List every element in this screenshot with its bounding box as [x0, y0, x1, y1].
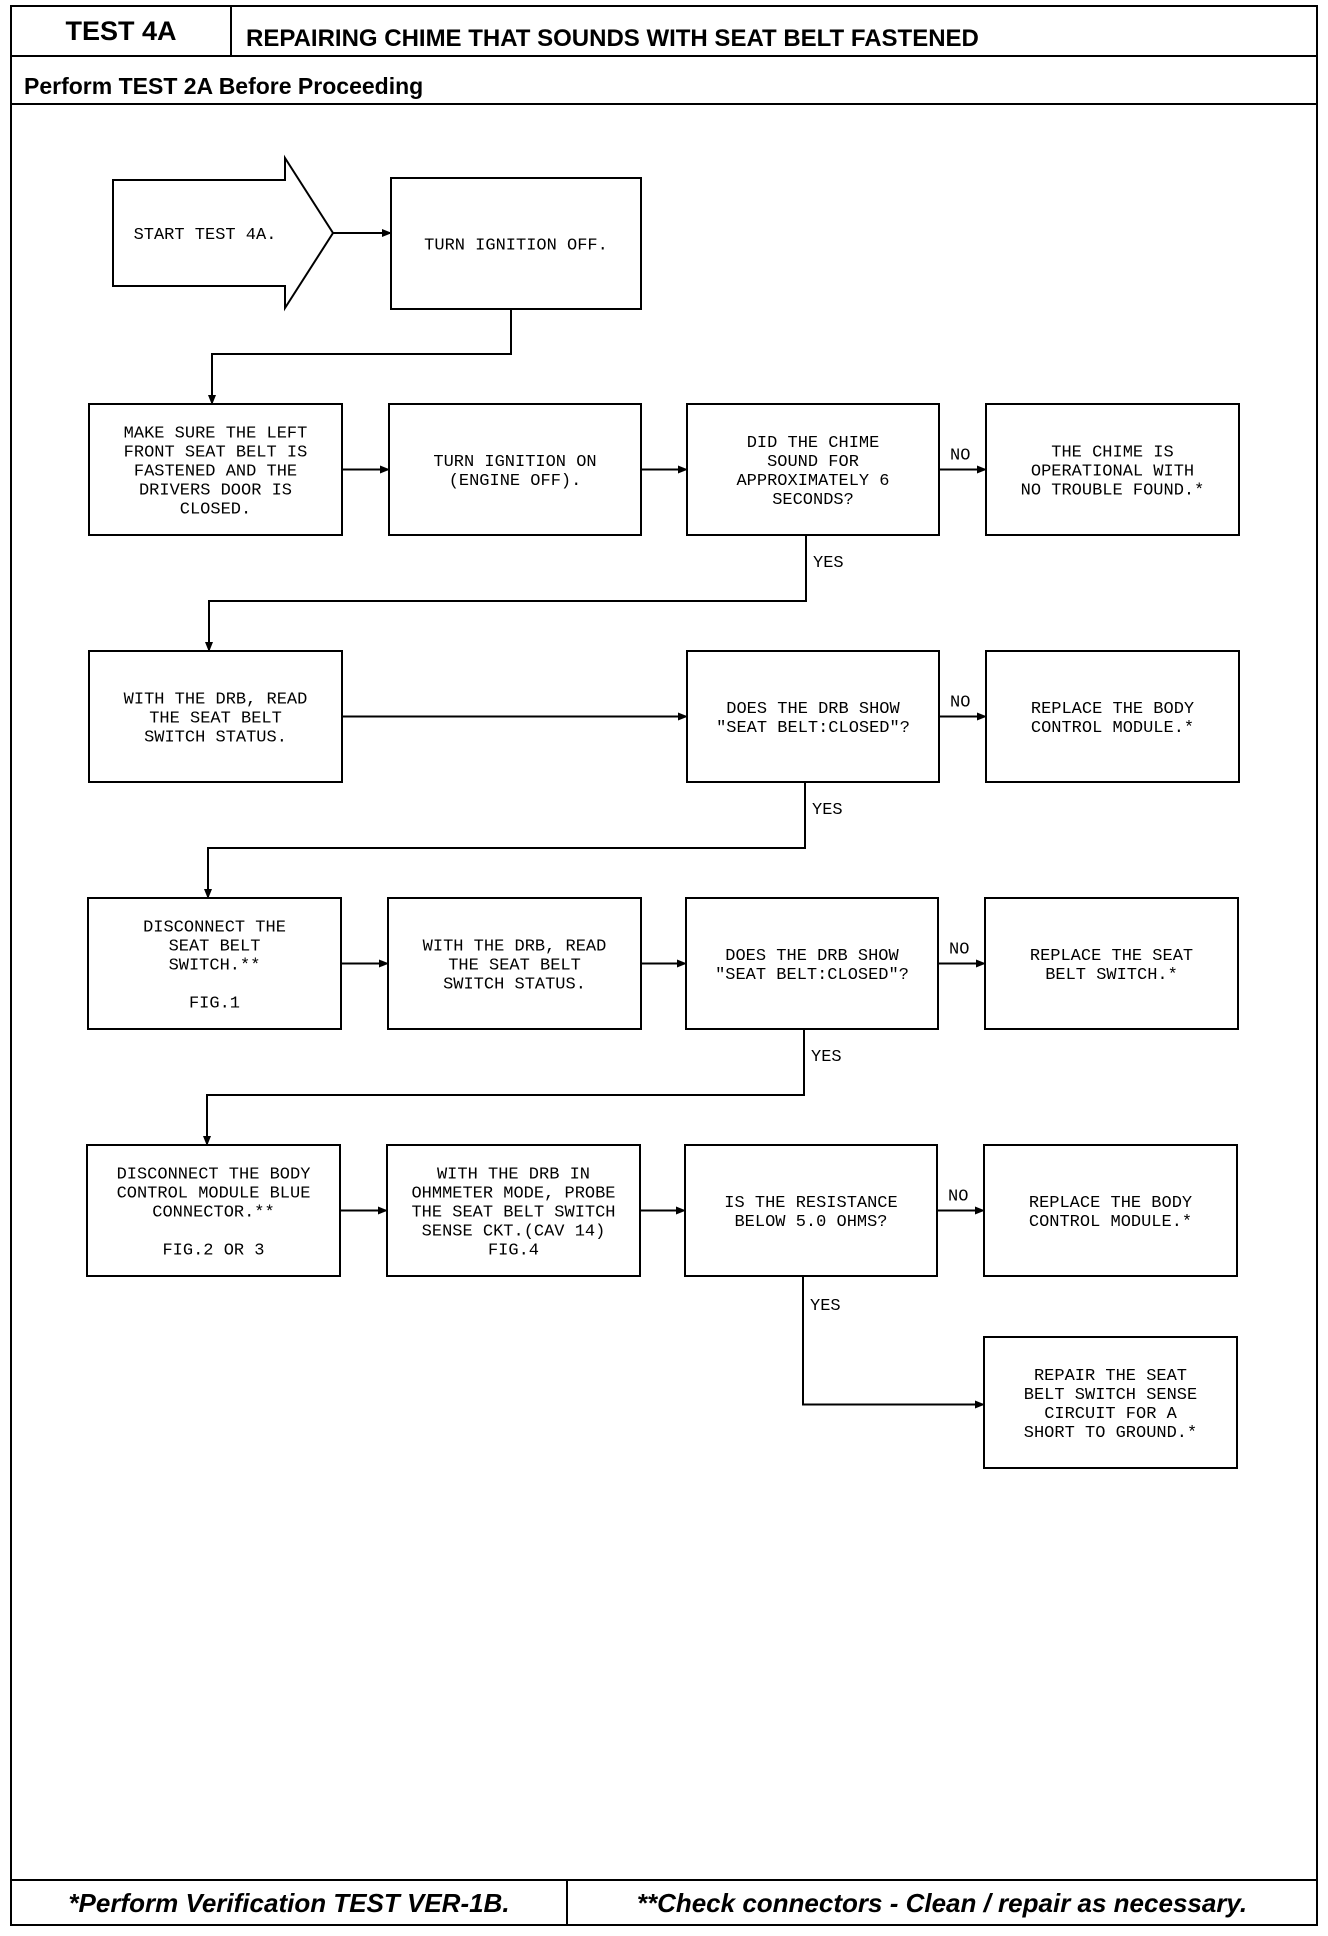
footer-verification-note: *Perform Verification TEST VER-1B.	[12, 1881, 568, 1926]
box-text-read-status2: THE SEAT BELT	[448, 957, 581, 976]
box-turn-off	[390, 177, 642, 310]
page-frame: TEST 4A REPAIRING CHIME THAT SOUNDS WITH…	[10, 5, 1318, 1926]
box-turn-on	[388, 403, 642, 536]
box-text-disconnect-bcm: CONTROL MODULE BLUE	[117, 1185, 311, 1204]
box-text-make-sure: CLOSED.	[180, 501, 251, 520]
box-disconnect-switch	[87, 897, 342, 1030]
no-label-chime: NO	[950, 447, 970, 466]
connector-off-to-check	[208, 309, 512, 405]
box-q-chime	[686, 403, 940, 536]
box-repair-circuit	[983, 1336, 1238, 1469]
box-text-make-sure: FRONT SEAT BELT IS	[124, 444, 308, 463]
no-label-drb1: NO	[950, 694, 970, 713]
box-text-disconnect-switch: FIG.1	[189, 995, 240, 1014]
connector-drb1-yes	[204, 782, 806, 899]
yes-label-chime: YES	[813, 554, 844, 573]
box-text-read-status: WITH THE DRB, READ	[124, 691, 308, 710]
box-text-replace-bcm2: CONTROL MODULE.*	[1029, 1213, 1192, 1232]
box-text-start: START TEST 4A.	[134, 226, 277, 245]
box-text-q-chime: SOUND FOR	[767, 453, 859, 472]
box-text-chime-ok: OPERATIONAL WITH	[1031, 463, 1194, 482]
header-row: TEST 4A REPAIRING CHIME THAT SOUNDS WITH…	[12, 7, 1316, 57]
connector-drb2-yes	[203, 1029, 805, 1146]
box-text-chime-ok: NO TROUBLE FOUND.*	[1021, 482, 1205, 501]
box-text-make-sure: MAKE SURE THE LEFT	[124, 425, 308, 444]
box-replace-bcm2	[983, 1144, 1238, 1277]
box-text-ohmmeter: OHMMETER MODE, PROBE	[411, 1185, 615, 1204]
box-text-q-chime: DID THE CHIME	[747, 434, 880, 453]
box-text-q-resistance: BELOW 5.0 OHMS?	[734, 1213, 887, 1232]
footer-row: *Perform Verification TEST VER-1B. **Che…	[12, 1879, 1316, 1926]
test-id: TEST 4A	[12, 7, 232, 55]
box-text-replace-switch: REPLACE THE SEAT	[1030, 947, 1193, 966]
box-text-ohmmeter: WITH THE DRB IN	[437, 1166, 590, 1185]
box-text-repair-circuit: REPAIR THE SEAT	[1034, 1367, 1187, 1386]
yes-label-resistance: YES	[810, 1297, 841, 1316]
box-text-q-resistance: IS THE RESISTANCE	[724, 1194, 897, 1213]
box-text-replace-switch: BELT SWITCH.*	[1045, 966, 1178, 985]
prerequisite-note: Perform TEST 2A Before Proceeding	[24, 73, 424, 99]
box-text-q-chime: APPROXIMATELY 6	[736, 472, 889, 491]
box-text-q-drb2: DOES THE DRB SHOW	[725, 947, 899, 966]
box-text-replace-bcm1: REPLACE THE BODY	[1031, 700, 1194, 719]
box-text-repair-circuit: SHORT TO GROUND.*	[1024, 1424, 1197, 1443]
box-ohmmeter	[386, 1144, 641, 1277]
box-replace-switch	[984, 897, 1239, 1030]
box-text-disconnect-switch: DISCONNECT THE	[143, 919, 286, 938]
box-text-ohmmeter: THE SEAT BELT SWITCH	[411, 1204, 615, 1223]
connector-chime-yes	[205, 535, 807, 652]
subheader-row: Perform TEST 2A Before Proceeding	[12, 57, 1316, 105]
box-q-resistance	[684, 1144, 938, 1277]
box-replace-bcm1	[985, 650, 1240, 783]
box-text-repair-circuit: BELT SWITCH SENSE	[1024, 1386, 1197, 1405]
box-text-disconnect-switch: SEAT BELT	[169, 938, 261, 957]
box-text-q-drb2: "SEAT BELT:CLOSED"?	[715, 966, 909, 985]
box-text-replace-bcm1: CONTROL MODULE.*	[1031, 719, 1194, 738]
box-text-turn-on: TURN IGNITION ON	[433, 453, 596, 472]
box-text-make-sure: FASTENED AND THE	[134, 463, 297, 482]
box-text-ohmmeter: SENSE CKT.(CAV 14)	[422, 1223, 606, 1242]
box-text-disconnect-bcm: FIG.2 OR 3	[162, 1242, 264, 1261]
page-title: REPAIRING CHIME THAT SOUNDS WITH SEAT BE…	[246, 25, 979, 52]
connector-resistance-yes	[802, 1276, 985, 1409]
no-label-drb2: NO	[949, 941, 969, 960]
box-text-q-drb1: "SEAT BELT:CLOSED"?	[716, 719, 910, 738]
box-text-read-status: SWITCH STATUS.	[144, 729, 287, 748]
footer-connector-note: **Check connectors - Clean / repair as n…	[636, 1888, 1248, 1918]
yes-label-drb2: YES	[811, 1048, 842, 1067]
box-read-status2	[387, 897, 642, 1030]
box-disconnect-bcm	[86, 1144, 341, 1277]
start-arrow-shape	[112, 154, 335, 312]
box-text-chime-ok: THE CHIME IS	[1051, 444, 1173, 463]
box-q-drb2	[685, 897, 939, 1030]
box-text-ohmmeter: FIG.4	[488, 1242, 539, 1261]
box-q-drb1	[686, 650, 940, 783]
box-text-disconnect-bcm: CONNECTOR.**	[152, 1204, 274, 1223]
box-chime-ok	[985, 403, 1240, 536]
box-text-disconnect-bcm: DISCONNECT THE BODY	[117, 1166, 311, 1185]
no-label-resistance: NO	[948, 1188, 968, 1207]
box-text-q-drb1: DOES THE DRB SHOW	[726, 700, 900, 719]
box-text-read-status2: WITH THE DRB, READ	[423, 938, 607, 957]
box-text-turn-off: TURN IGNITION OFF.	[424, 237, 608, 256]
box-text-disconnect-switch: SWITCH.**	[169, 957, 261, 976]
box-text-repair-circuit: CIRCUIT FOR A	[1044, 1405, 1177, 1424]
box-text-replace-bcm2: REPLACE THE BODY	[1029, 1194, 1192, 1213]
box-text-read-status: THE SEAT BELT	[149, 710, 282, 729]
box-text-turn-on: (ENGINE OFF).	[449, 472, 582, 491]
box-text-read-status2: SWITCH STATUS.	[443, 976, 586, 995]
box-read-status	[88, 650, 343, 783]
box-text-q-chime: SECONDS?	[772, 491, 854, 510]
box-text-make-sure: DRIVERS DOOR IS	[139, 482, 292, 501]
box-make-sure	[88, 403, 343, 536]
yes-label-drb1: YES	[812, 801, 843, 820]
